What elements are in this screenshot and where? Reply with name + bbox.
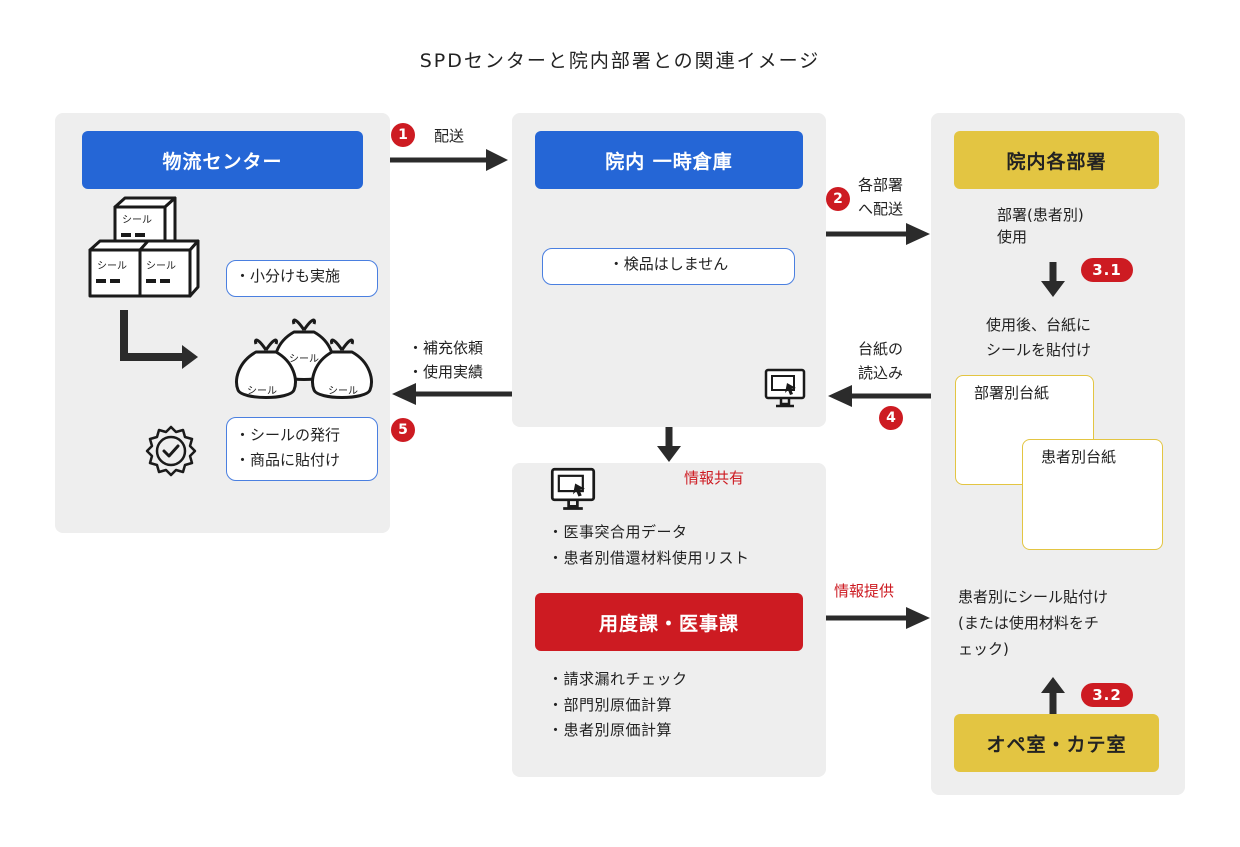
dept-usage-text: 部署(患者別) 使用 bbox=[997, 204, 1084, 248]
dept-usage-line: 部署(患者別) bbox=[997, 206, 1084, 224]
after-use-line: シールを貼付け bbox=[986, 341, 1092, 359]
dept-delivery-label: 各部署 へ配送 bbox=[858, 173, 903, 221]
sticker-issue-line-1: ・シールの発行 bbox=[235, 426, 341, 444]
info-share-down-arrow bbox=[657, 427, 681, 462]
mount-read-line: 読込み bbox=[858, 364, 904, 382]
mount-read-label: 台紙の 読込み bbox=[858, 337, 903, 385]
bag-sticker-label-right: シール bbox=[328, 386, 358, 397]
patient-sticker-text: 患者別にシール貼付け (または使用材料をチ ェック) bbox=[958, 584, 1108, 662]
delivery-arrow bbox=[390, 149, 508, 171]
step-badge-3-2: 3.2 bbox=[1081, 683, 1133, 707]
up-arrow bbox=[1041, 677, 1065, 714]
patient-sticker-line: (または使用材料をチ bbox=[958, 614, 1099, 632]
bag-sticker-label-center: シール bbox=[289, 354, 319, 365]
mount-read-line: 台紙の bbox=[858, 340, 904, 358]
subdivide-arrow bbox=[120, 310, 198, 369]
dept-delivery-arrow bbox=[826, 223, 930, 245]
delivery-label: 配送 bbox=[434, 127, 465, 145]
supply-medical-affairs-header: 用度課・医事課 bbox=[535, 593, 803, 651]
task-list-item: ・患者別原価計算 bbox=[548, 721, 673, 739]
data-list-item: ・医事突合用データ bbox=[548, 523, 688, 541]
down-arrow bbox=[1041, 262, 1065, 297]
info-share-label: 情報共有 bbox=[684, 469, 745, 487]
step-badge-2: 2 bbox=[826, 187, 850, 211]
task-list-item: ・部門別原価計算 bbox=[548, 695, 673, 714]
monitor-icon bbox=[764, 368, 806, 408]
patient-sticker-line: ェック) bbox=[958, 640, 1009, 658]
box-sticker-label-right: シール bbox=[146, 261, 176, 272]
step-badge-4: 4 bbox=[879, 406, 903, 430]
box-sticker-label-top: シール bbox=[122, 215, 152, 226]
patient-sticker-line: 患者別にシール貼付け bbox=[958, 588, 1109, 606]
step-badge-5: 5 bbox=[391, 418, 415, 442]
step-badge-1: 1 bbox=[391, 123, 415, 147]
cardboard-boxes-icon bbox=[88, 196, 200, 298]
mount-read-arrow bbox=[828, 385, 931, 407]
replenish-label: ・補充依頼 ・使用実績 bbox=[408, 336, 483, 384]
task-list-item: ・請求漏れチェック bbox=[548, 670, 688, 688]
warehouse-header: 院内 一時倉庫 bbox=[535, 131, 803, 189]
bags-icon bbox=[235, 318, 373, 399]
info-provide-label: 情報提供 bbox=[834, 582, 895, 600]
replenish-arrow bbox=[392, 383, 512, 405]
after-use-text: 使用後、台紙に シールを貼付け bbox=[986, 313, 1091, 363]
no-inspection-note: ・検品はしません bbox=[542, 248, 795, 285]
data-list: ・医事突合用データ ・患者別借還材料使用リスト bbox=[548, 520, 750, 571]
sticker-issue-note: ・シールの発行 ・商品に貼付け bbox=[226, 417, 378, 481]
step-badge-3-1: 3.1 bbox=[1081, 258, 1133, 282]
after-use-line: 使用後、台紙に bbox=[986, 316, 1092, 334]
or-cath-lab-header: オペ室・カテ室 bbox=[954, 714, 1159, 772]
patient-mount-card: 患者別台紙 bbox=[1022, 439, 1163, 550]
sticker-issue-line-2: ・商品に貼付け bbox=[235, 451, 341, 469]
diagram-title: SPDセンターと院内部署との関連イメージ bbox=[419, 50, 821, 72]
task-list: ・請求漏れチェック ・部門別原価計算 ・患者別原価計算 bbox=[548, 667, 688, 744]
logistics-center-header: 物流センター bbox=[82, 131, 363, 189]
info-provide-arrow bbox=[826, 607, 930, 629]
box-sticker-label-left: シール bbox=[97, 261, 127, 272]
dept-delivery-line: 各部署 bbox=[858, 176, 904, 194]
data-list-item: ・患者別借還材料使用リスト bbox=[548, 548, 750, 567]
departments-header: 院内各部署 bbox=[954, 131, 1159, 189]
verified-check-icon bbox=[145, 425, 197, 477]
subdivide-note: ・小分けも実施 bbox=[226, 260, 378, 297]
monitor-icon bbox=[550, 467, 596, 510]
dept-usage-line: 使用 bbox=[997, 228, 1028, 246]
bag-sticker-label-left: シール bbox=[247, 386, 277, 397]
replenish-line: ・使用実績 bbox=[408, 363, 484, 381]
replenish-line: ・補充依頼 bbox=[408, 339, 484, 357]
dept-delivery-line: へ配送 bbox=[858, 200, 904, 218]
